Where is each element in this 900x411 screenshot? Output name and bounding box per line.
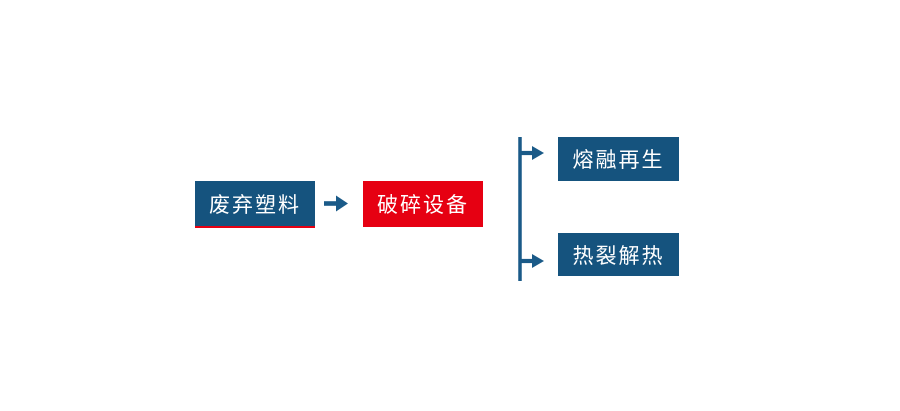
flow-arrow-icon (324, 192, 349, 215)
branch-connector (516, 136, 550, 282)
branch-arrow-top-icon (520, 146, 544, 160)
node-pyrolysis: 热裂解热 (558, 233, 679, 276)
node-waste-plastic: 废弃塑料 (195, 181, 315, 228)
node-label: 破碎设备 (377, 194, 469, 217)
node-label: 热裂解热 (572, 244, 665, 268)
node-label: 熔融再生 (572, 149, 665, 172)
node-melt-regeneration: 熔融再生 (558, 137, 679, 181)
node-label: 废弃塑料 (209, 193, 301, 217)
node-crushing-equipment: 破碎设备 (363, 181, 483, 227)
branch-arrow-bottom-icon (520, 254, 544, 268)
